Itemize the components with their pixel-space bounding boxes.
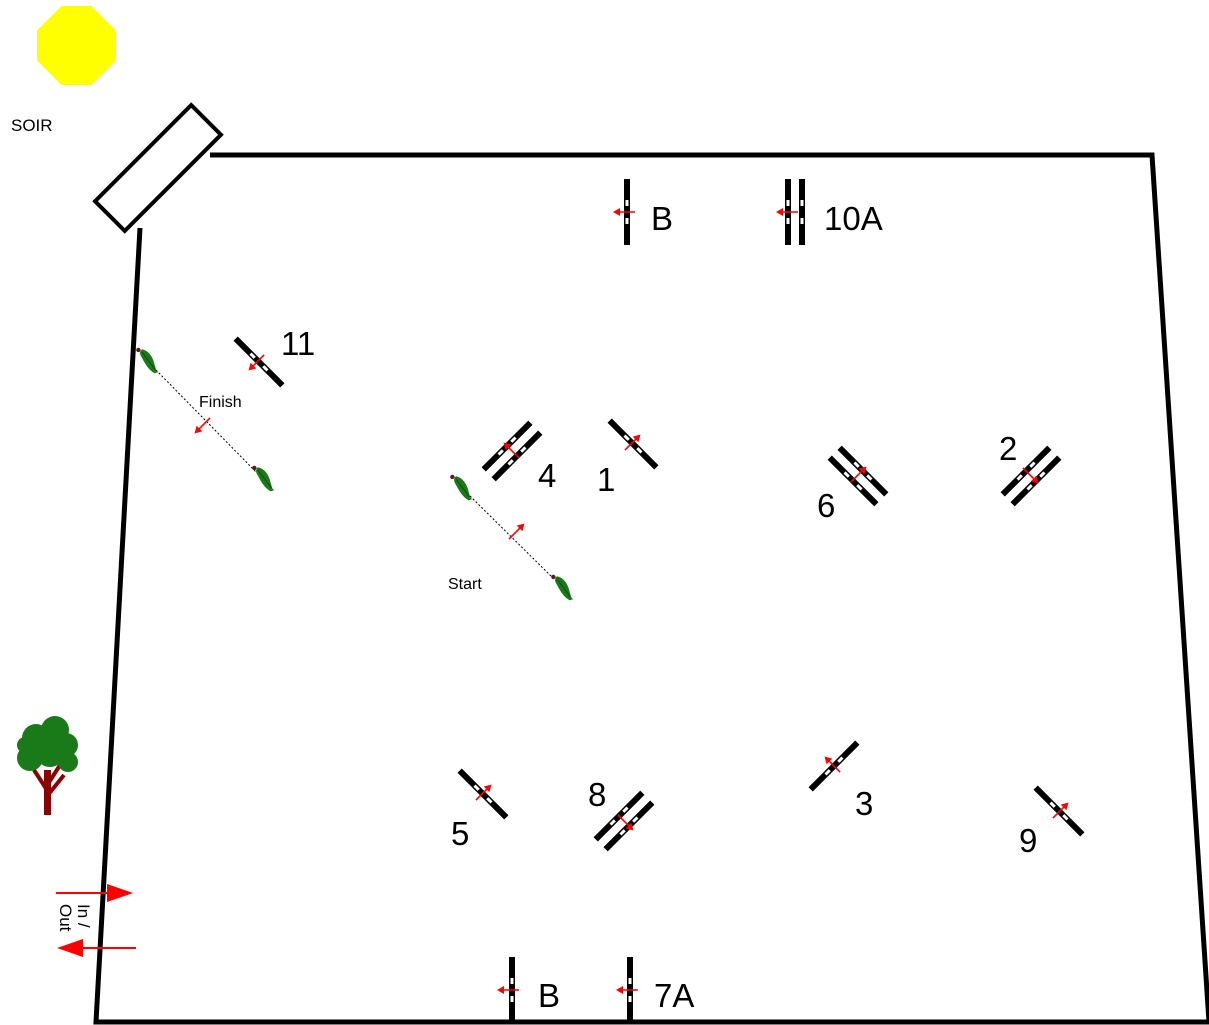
fence-4 [481, 420, 543, 482]
fence-5 [457, 768, 509, 820]
fence-11 [233, 336, 285, 388]
fence-9 [1033, 785, 1085, 837]
fence-7b [496, 957, 520, 1023]
start-line [446, 471, 579, 603]
fence-10b-label: B [651, 200, 673, 237]
finish-line [132, 344, 280, 494]
fence-10a-label: 10A [824, 200, 883, 237]
fence-10a [775, 179, 805, 245]
start-label: Start [448, 576, 482, 593]
tree-icon [17, 716, 78, 815]
fence-2-label: 2 [999, 430, 1017, 467]
fence-9-label: 9 [1019, 822, 1037, 859]
fence-5-label: 5 [451, 815, 469, 852]
fence-11-label: 11 [281, 325, 315, 362]
in-out-label-line1: In / [74, 904, 93, 928]
in-out-label-line2: Out [56, 904, 75, 932]
fence-1-label: 1 [597, 461, 615, 498]
fence-7a [615, 957, 639, 1023]
fence-6 [827, 445, 889, 507]
fence-8-label: 8 [588, 776, 606, 813]
arena-gate [92, 102, 224, 234]
fence-4-label: 4 [538, 457, 556, 494]
sun-icon [37, 6, 116, 85]
fence-10b [612, 179, 636, 245]
sun-label: SOIR [11, 116, 53, 135]
entrance-arrows [56, 884, 136, 957]
fence-7b-label: B [538, 977, 560, 1014]
finish-label: Finish [199, 394, 242, 411]
fence-6-label: 6 [817, 487, 835, 524]
fence-3 [808, 740, 860, 792]
arena-outline [93, 152, 1209, 1025]
fence-7a-label: 7A [654, 977, 694, 1014]
fence-3-label: 3 [855, 785, 873, 822]
